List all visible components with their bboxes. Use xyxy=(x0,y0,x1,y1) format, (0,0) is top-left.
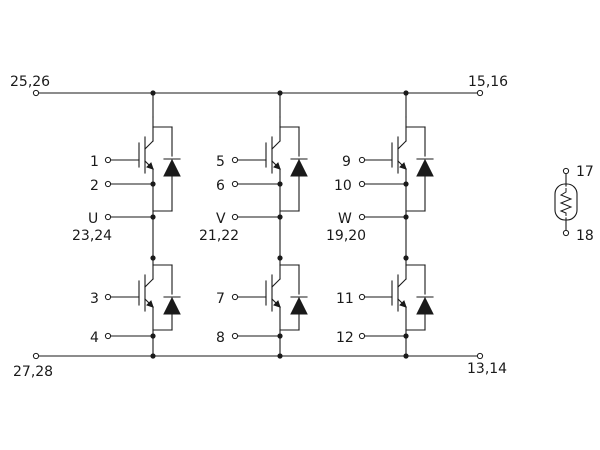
negative-dc-bus xyxy=(32,352,484,360)
emitter-arrow xyxy=(146,162,154,170)
n-bus-junction xyxy=(403,353,409,359)
output-terminal xyxy=(104,213,112,221)
gate-terminal xyxy=(358,293,366,301)
diode-triangle xyxy=(416,296,434,315)
phase-leg-v xyxy=(231,90,308,359)
igbt-cell-high-w xyxy=(358,116,434,218)
igbt-cell-low-v xyxy=(231,254,308,340)
aux-emitter-terminal xyxy=(231,180,239,188)
phase-leg-u xyxy=(104,90,181,359)
terminal-label-n-left: 27,28 xyxy=(13,364,53,380)
aux-emitter-junction xyxy=(150,181,156,187)
thermistor-body xyxy=(554,183,578,221)
output-letter-v: V xyxy=(216,211,226,227)
emitter-label-high-w: 10 xyxy=(334,178,352,194)
emitter-label-low-v: 8 xyxy=(216,330,225,346)
igbt-cell-low-w xyxy=(358,254,434,340)
terminal-label-thermistor-bottom: 18 xyxy=(576,228,594,244)
gate-label-low-w: 11 xyxy=(336,291,354,307)
n-bus-junction xyxy=(277,353,283,359)
gate-label-low-v: 7 xyxy=(216,291,225,307)
gate-label-high-v: 5 xyxy=(216,154,225,170)
terminal-label-n-right: 13,14 xyxy=(467,361,507,377)
emitter-arrow xyxy=(399,162,407,170)
collector-channel xyxy=(397,278,407,288)
output-terminal xyxy=(231,213,239,221)
diode-triangle xyxy=(290,296,308,315)
aux-emitter-junction xyxy=(403,181,409,187)
phase-u-labels: 1 2 U 23,24 3 4 xyxy=(72,154,112,346)
phase-v-labels: 5 6 V 21,22 7 8 xyxy=(199,154,239,346)
thermistor xyxy=(554,167,578,237)
terminal-thermistor-top xyxy=(562,167,570,175)
aux-emitter-terminal xyxy=(231,332,239,340)
collector-channel xyxy=(271,278,281,288)
emitter-label-high-v: 6 xyxy=(216,178,225,194)
igbt-cell-low-u xyxy=(104,254,181,340)
phase-leg-w xyxy=(358,90,434,359)
output-terminal xyxy=(358,213,366,221)
gate-terminal xyxy=(358,156,366,164)
diode-triangle xyxy=(163,296,181,315)
emitter-arrow xyxy=(399,300,407,308)
collector-channel xyxy=(397,140,407,150)
aux-emitter-junction xyxy=(277,181,283,187)
aux-emitter-terminal xyxy=(358,180,366,188)
output-pins-w: 19,20 xyxy=(326,228,366,244)
output-pins-v: 21,22 xyxy=(199,228,239,244)
terminal-p-left xyxy=(32,89,40,97)
gate-terminal xyxy=(231,156,239,164)
gate-label-high-u: 1 xyxy=(90,154,99,170)
igbt-cell-high-u xyxy=(104,116,181,218)
terminal-p-right xyxy=(476,89,484,97)
terminal-n-left xyxy=(32,352,40,360)
aux-emitter-terminal xyxy=(104,332,112,340)
terminal-thermistor-bottom xyxy=(562,229,570,237)
emitter-label-low-w: 12 xyxy=(336,330,354,346)
output-letter-u: U xyxy=(88,211,98,227)
diode-triangle xyxy=(416,158,434,177)
terminal-label-p-right: 15,16 xyxy=(468,74,508,90)
aux-emitter-terminal xyxy=(104,180,112,188)
collector-channel xyxy=(144,140,154,150)
output-pins-u: 23,24 xyxy=(72,228,112,244)
phase-legs xyxy=(104,90,434,359)
emitter-label-low-u: 4 xyxy=(90,330,99,346)
aux-emitter-terminal xyxy=(358,332,366,340)
terminal-n-right xyxy=(476,352,484,360)
collector-channel xyxy=(271,140,281,150)
phase-w-labels: 9 10 W 19,20 11 12 xyxy=(326,154,366,346)
igbt-cell-high-v xyxy=(231,116,308,218)
gate-terminal xyxy=(104,293,112,301)
emitter-arrow xyxy=(273,300,281,308)
emitter-label-high-u: 2 xyxy=(90,178,99,194)
thermistor-resistor-zigzag xyxy=(559,188,573,216)
terminal-label-p-left: 25,26 xyxy=(10,74,50,90)
terminal-label-thermistor-top: 17 xyxy=(576,164,594,180)
collector-channel xyxy=(144,278,154,288)
emitter-arrow xyxy=(273,162,281,170)
output-letter-w: W xyxy=(338,211,352,227)
gate-label-high-w: 9 xyxy=(342,154,351,170)
emitter-arrow xyxy=(146,300,154,308)
diode-triangle xyxy=(290,158,308,177)
gate-terminal xyxy=(104,156,112,164)
gate-terminal xyxy=(231,293,239,301)
diode-triangle xyxy=(163,158,181,177)
gate-label-low-u: 3 xyxy=(90,291,99,307)
positive-dc-bus xyxy=(32,89,484,97)
n-bus-junction xyxy=(150,353,156,359)
